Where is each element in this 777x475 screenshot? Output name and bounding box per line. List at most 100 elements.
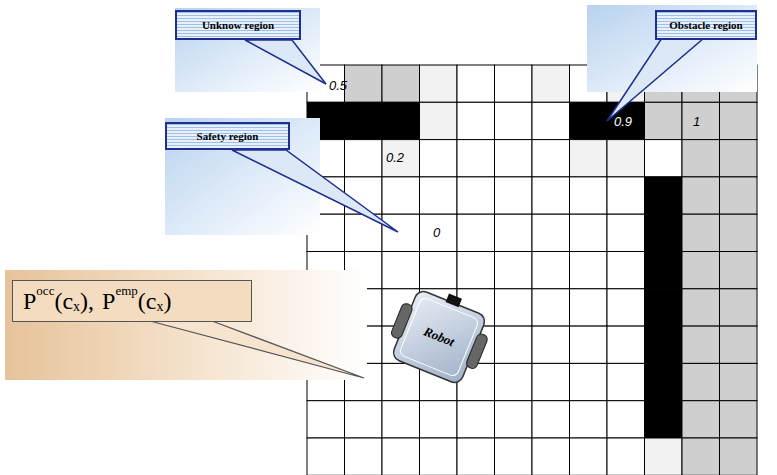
- leader-wedge: [150, 321, 364, 378]
- grid-cell: [570, 177, 608, 214]
- grid-cell: [420, 252, 458, 289]
- node-text: Safety region: [197, 130, 259, 142]
- callout-title-box: Safety region: [165, 122, 290, 150]
- grid-cell: [495, 65, 533, 102]
- leader-wedge: [245, 40, 326, 84]
- grid-cell: [570, 289, 608, 326]
- grid-cell: [532, 177, 570, 214]
- grid-cell: [607, 401, 645, 438]
- grid-cell: [382, 438, 420, 475]
- callout-panel: [5, 270, 367, 380]
- probability-value: 1: [693, 114, 700, 129]
- grid-cell: [720, 363, 758, 400]
- grid-cell: [420, 438, 458, 475]
- grid-cell: [532, 102, 570, 139]
- grid-cell: [645, 177, 683, 214]
- grid-cell: [495, 326, 533, 363]
- grid-cell: [495, 363, 533, 400]
- grid-cell: [532, 214, 570, 251]
- grid-cell: [420, 214, 458, 251]
- node-text: Obstacle region: [669, 19, 742, 31]
- grid-cell: [720, 438, 758, 475]
- grid-cell: [607, 289, 645, 326]
- grid-cell: [607, 140, 645, 177]
- grid-cell: [382, 177, 420, 214]
- grid-cell: [607, 252, 645, 289]
- grid-cell: [495, 289, 533, 326]
- grid-cell: [607, 326, 645, 363]
- grid-cell: [345, 438, 383, 475]
- grid-cell: [720, 214, 758, 251]
- grid-cell: [720, 401, 758, 438]
- grid-cell: [420, 401, 458, 438]
- grid-cell: [495, 252, 533, 289]
- grid-cell: [457, 65, 495, 102]
- grid-cell: [420, 140, 458, 177]
- grid-cell: [720, 140, 758, 177]
- grid-cell: [645, 102, 683, 139]
- grid-cell: [532, 252, 570, 289]
- node-text: P: [102, 288, 115, 315]
- grid-cell: [682, 326, 720, 363]
- node-text: (c: [54, 288, 73, 315]
- grid-cell: [645, 363, 683, 400]
- leader-wedge: [607, 38, 704, 121]
- grid-cell: [495, 102, 533, 139]
- grid-cell: [682, 438, 720, 475]
- grid-cell: [495, 140, 533, 177]
- grid-cell: [682, 401, 720, 438]
- grid-cell: [720, 326, 758, 363]
- grid-cell: [645, 326, 683, 363]
- grid-cell: [570, 438, 608, 475]
- grid-cell: [570, 214, 608, 251]
- grid-cell: [682, 214, 720, 251]
- grid-cell: [457, 214, 495, 251]
- grid-cell: [682, 252, 720, 289]
- leader-wedge: [232, 150, 398, 232]
- grid-cell: [345, 65, 383, 102]
- grid-cell: [532, 65, 570, 102]
- probability-value: 0: [433, 225, 440, 240]
- grid-cell: [532, 438, 570, 475]
- grid-cell: [607, 363, 645, 400]
- grid-cell: [382, 252, 420, 289]
- node-text: Unknow region: [202, 19, 274, 31]
- grid-cell: [720, 177, 758, 214]
- grid-cell: [570, 102, 608, 139]
- grid-cell: [345, 102, 383, 139]
- grid-cell: [382, 401, 420, 438]
- grid-cell: [457, 140, 495, 177]
- node-text: (c: [138, 288, 157, 315]
- grid-map: [307, 65, 757, 475]
- grid-cell: [532, 289, 570, 326]
- grid-cell: [382, 65, 420, 102]
- grid-cell: [307, 438, 345, 475]
- grid-cell: [532, 401, 570, 438]
- grid-cell: [345, 401, 383, 438]
- grid-cell: [645, 289, 683, 326]
- grid-cell: [720, 289, 758, 326]
- grid-cell: [457, 401, 495, 438]
- grid-cell: [607, 214, 645, 251]
- formula-box: Pocc(cx),Pemp(cx): [12, 280, 252, 322]
- node-text: emp: [115, 283, 137, 299]
- node-text: ),: [80, 288, 94, 315]
- grid-cell: [607, 102, 645, 139]
- probability-value: 0.9: [614, 114, 632, 129]
- grid-cell: [720, 102, 758, 139]
- grid-cell: [532, 326, 570, 363]
- grid-cell: [382, 140, 420, 177]
- grid-cell: [495, 177, 533, 214]
- node-text: P: [23, 288, 36, 315]
- grid-cell: [457, 252, 495, 289]
- grid-cell: [720, 252, 758, 289]
- grid-cell: [307, 401, 345, 438]
- grid-cell: [682, 102, 720, 139]
- grid-cell: [420, 177, 458, 214]
- node-text: x: [73, 299, 80, 315]
- grid-cell: [570, 326, 608, 363]
- grid-cell: [532, 363, 570, 400]
- grid-cell: [345, 140, 383, 177]
- grid-cell: [645, 140, 683, 177]
- grid-cell: [645, 214, 683, 251]
